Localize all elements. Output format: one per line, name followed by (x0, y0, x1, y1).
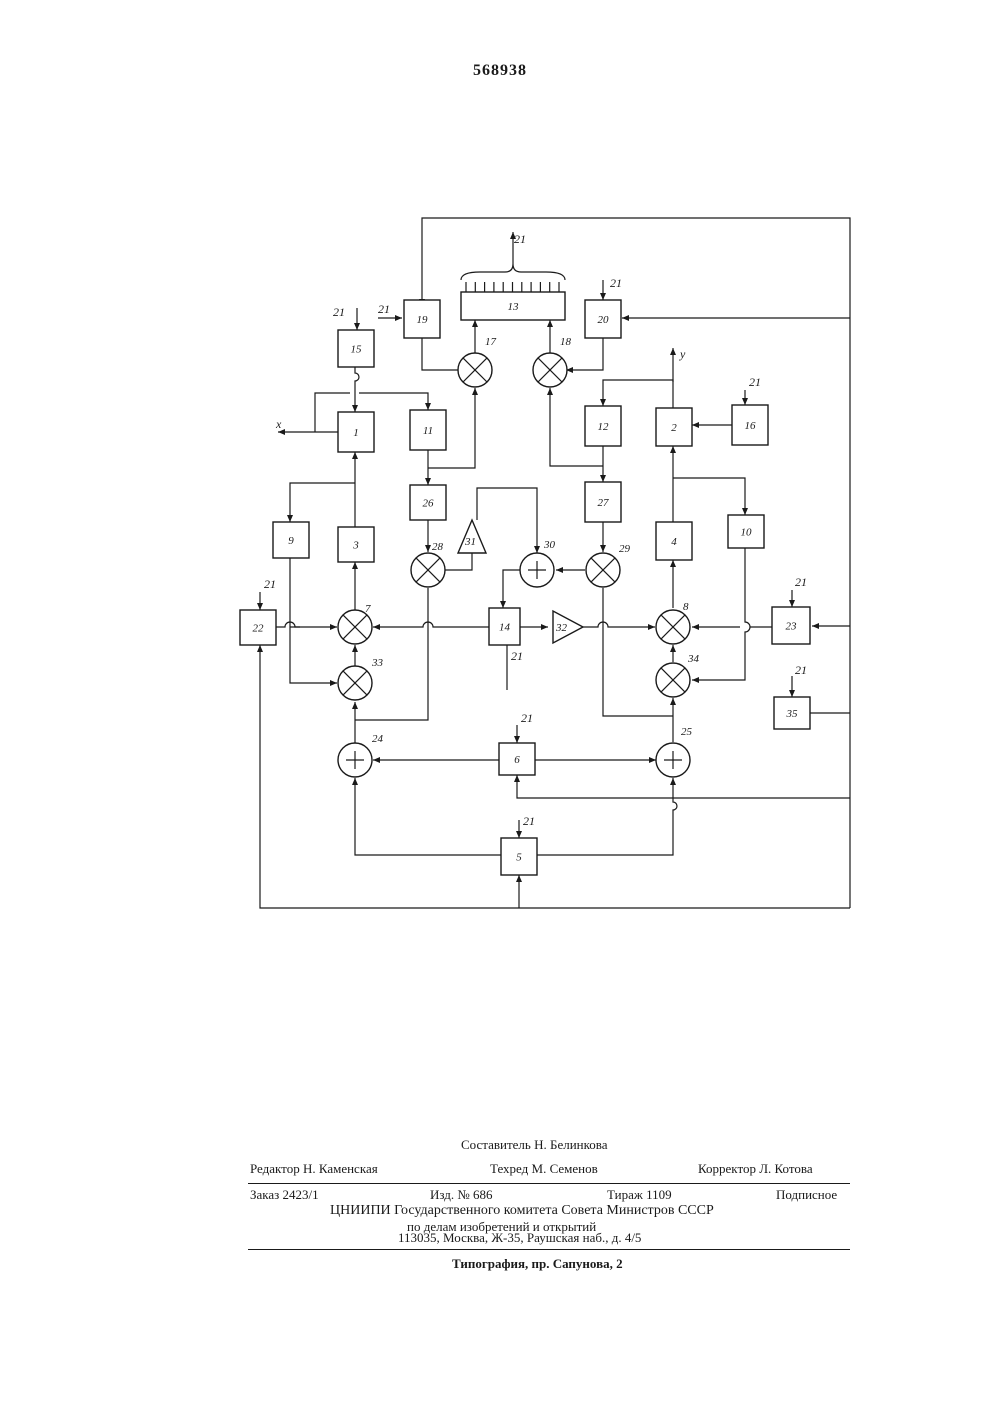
label-21-14: 21 (511, 649, 523, 663)
label-21-23: 21 (795, 575, 807, 589)
block-9: 9 (273, 522, 309, 558)
block-12: 12 (585, 406, 621, 446)
multiplier-18: 18 (533, 336, 572, 387)
adder-30: 30 (520, 539, 556, 587)
label-21-20: 21 (610, 276, 622, 290)
order: Заказ 2423/1 (250, 1187, 319, 1203)
block-27: 27 (585, 482, 621, 522)
svg-text:24: 24 (372, 733, 384, 745)
svg-text:34: 34 (687, 653, 700, 665)
block-23: 23 (772, 607, 810, 644)
svg-text:2: 2 (671, 422, 677, 434)
block-diagram: 1234569101112131415161920222326273578171… (0, 0, 1000, 1000)
svg-text:8: 8 (683, 601, 689, 613)
label-21-19: 21 (378, 302, 390, 316)
svg-text:20: 20 (598, 314, 610, 326)
svg-text:1: 1 (353, 427, 359, 439)
svg-text:15: 15 (351, 344, 363, 356)
svg-text:10: 10 (741, 527, 753, 539)
svg-text:3: 3 (352, 540, 359, 552)
svg-text:19: 19 (417, 314, 429, 326)
block-11: 11 (410, 410, 446, 450)
svg-text:11: 11 (423, 425, 433, 437)
block-4: 4 (656, 522, 692, 560)
svg-text:6: 6 (514, 754, 520, 766)
block-19: 19 (404, 300, 440, 338)
printer: Типография, пр. Сапунова, 2 (452, 1256, 623, 1272)
adder-24: 24 (338, 733, 384, 777)
multiplier-29: 29 (586, 543, 631, 587)
block-26: 26 (410, 485, 446, 520)
techred: Техред М. Семенов (490, 1161, 598, 1177)
address: 113035, Москва, Ж-35, Раушская наб., д. … (398, 1230, 641, 1246)
block-2: 2 (656, 408, 692, 446)
svg-text:12: 12 (598, 421, 610, 433)
block-14: 14 (489, 608, 520, 645)
svg-text:7: 7 (365, 603, 371, 615)
label-21-35: 21 (795, 663, 807, 677)
label-21-6: 21 (521, 711, 533, 725)
svg-text:16: 16 (745, 420, 757, 432)
svg-text:25: 25 (681, 726, 693, 738)
svg-text:35: 35 (786, 708, 799, 720)
label-21-16: 21 (749, 375, 761, 389)
svg-text:26: 26 (423, 498, 435, 510)
svg-text:30: 30 (543, 539, 556, 551)
org-line-1: ЦНИИПИ Государственного комитета Совета … (330, 1203, 714, 1219)
svg-text:18: 18 (560, 336, 572, 348)
svg-text:33: 33 (371, 657, 384, 669)
block-15: 15 (338, 330, 374, 367)
block-13: 13 (461, 292, 565, 320)
circulation: Тираж 1109 (607, 1187, 672, 1203)
output-x-label: x (275, 417, 282, 431)
multiplier-17: 17 (458, 336, 497, 387)
edition: Изд. № 686 (430, 1187, 493, 1203)
svg-text:29: 29 (619, 543, 631, 555)
svg-text:4: 4 (671, 536, 677, 548)
corrector: Корректор Л. Котова (698, 1161, 813, 1177)
svg-text:31: 31 (464, 536, 476, 548)
amplifier-32: 32 (553, 611, 583, 643)
svg-text:32: 32 (555, 622, 568, 634)
svg-text:5: 5 (516, 852, 522, 864)
svg-text:27: 27 (598, 497, 610, 509)
block-6: 6 (499, 743, 535, 775)
multiplier-33: 33 (338, 657, 384, 700)
rule-1 (248, 1183, 850, 1184)
editor: Редактор Н. Каменская (250, 1161, 378, 1177)
block-16: 16 (732, 405, 768, 445)
adder-25: 25 (656, 726, 693, 777)
svg-text:14: 14 (499, 622, 511, 634)
block-10: 10 (728, 515, 764, 548)
block-1: 1 (338, 412, 374, 452)
label-21-5: 21 (523, 814, 535, 828)
compiler: Составитель Н. Белинкова (461, 1137, 608, 1153)
svg-text:17: 17 (485, 336, 497, 348)
label-21-22: 21 (264, 577, 276, 591)
rule-2 (248, 1249, 850, 1250)
svg-text:23: 23 (786, 621, 798, 633)
amplifier-31: 31 (458, 520, 486, 553)
svg-text:22: 22 (253, 623, 265, 635)
svg-text:13: 13 (508, 301, 520, 313)
label-21-top: 21 (514, 232, 526, 246)
block-22: 22 (240, 610, 276, 645)
block-20: 20 (585, 300, 621, 338)
label-21-15: 21 (333, 305, 345, 319)
block-3: 3 (338, 527, 374, 562)
output-y-label: y (679, 347, 686, 361)
block-5: 5 (501, 838, 537, 875)
block-35: 35 (774, 697, 810, 729)
multiplier-34: 34 (656, 653, 700, 697)
svg-text:9: 9 (288, 535, 294, 547)
svg-text:28: 28 (432, 541, 444, 553)
subscription: Подписное (776, 1187, 837, 1203)
